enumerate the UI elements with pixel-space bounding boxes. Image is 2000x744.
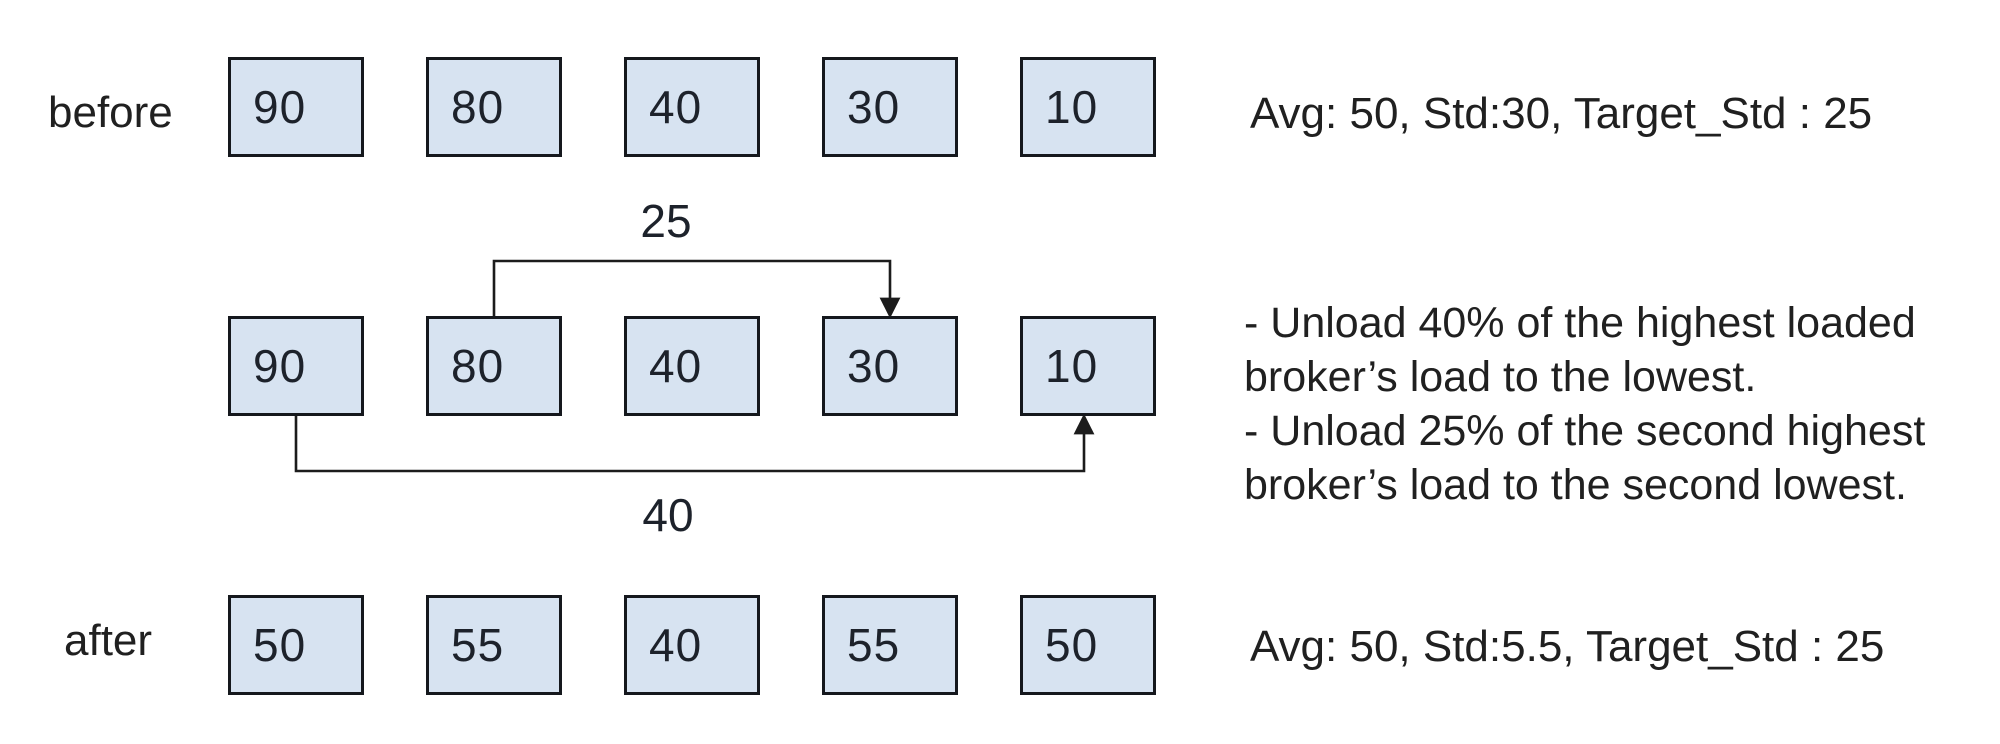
broker-box-before-3: 40 (624, 57, 760, 157)
broker-box-before-4: 30 (822, 57, 958, 157)
row-label-before: before (48, 88, 173, 137)
broker-box-before-5: 10 (1020, 57, 1156, 157)
broker-box-after-3: 40 (624, 595, 760, 695)
rule-line-4: broker’s load to the second lowest. (1244, 461, 1907, 509)
broker-load-value: 30 (847, 81, 901, 133)
broker-box-after-2: 55 (426, 595, 562, 695)
broker-load-value: 40 (649, 619, 703, 671)
broker-box-before-1: 90 (228, 57, 364, 157)
broker-box-mid-5: 10 (1020, 316, 1156, 416)
broker-load-value: 50 (253, 619, 307, 671)
broker-load-value: 50 (1045, 619, 1099, 671)
broker-load-value: 40 (649, 340, 703, 392)
transfer-arrow-25-icon (492, 259, 901, 319)
rule-line-3: - Unload 25% of the second highest (1244, 407, 1926, 455)
broker-load-value: 55 (847, 619, 901, 671)
broker-box-mid-3: 40 (624, 316, 760, 416)
broker-load-value: 90 (253, 340, 307, 392)
stats-annotation-after: Avg: 50, Std:5.5, Target_Std : 25 (1250, 622, 1885, 671)
rule-line-1: - Unload 40% of the highest loaded (1244, 299, 1916, 347)
broker-box-mid-1: 90 (228, 316, 364, 416)
broker-load-value: 90 (253, 81, 307, 133)
broker-load-value: 40 (649, 81, 703, 133)
broker-box-after-4: 55 (822, 595, 958, 695)
broker-load-value: 10 (1045, 340, 1099, 392)
broker-load-value: 80 (451, 340, 505, 392)
rebalance-rules-annotation: - Unload 40% of the highest loaded broke… (1244, 296, 1925, 512)
broker-load-value: 80 (451, 81, 505, 133)
broker-box-before-2: 80 (426, 57, 562, 157)
broker-load-value: 55 (451, 619, 505, 671)
transfer-amount-25: 25 (640, 195, 692, 247)
broker-box-mid-2: 80 (426, 316, 562, 416)
stats-annotation-before: Avg: 50, Std:30, Target_Std : 25 (1250, 89, 1873, 138)
broker-load-value: 30 (847, 340, 901, 392)
broker-load-value: 10 (1045, 81, 1099, 133)
transfer-arrow-40-icon (294, 413, 1095, 473)
broker-box-mid-4: 30 (822, 316, 958, 416)
transfer-amount-40: 40 (642, 489, 694, 541)
broker-box-after-5: 50 (1020, 595, 1156, 695)
broker-box-after-1: 50 (228, 595, 364, 695)
rule-line-2: broker’s load to the lowest. (1244, 353, 1757, 401)
row-label-after: after (64, 616, 153, 665)
